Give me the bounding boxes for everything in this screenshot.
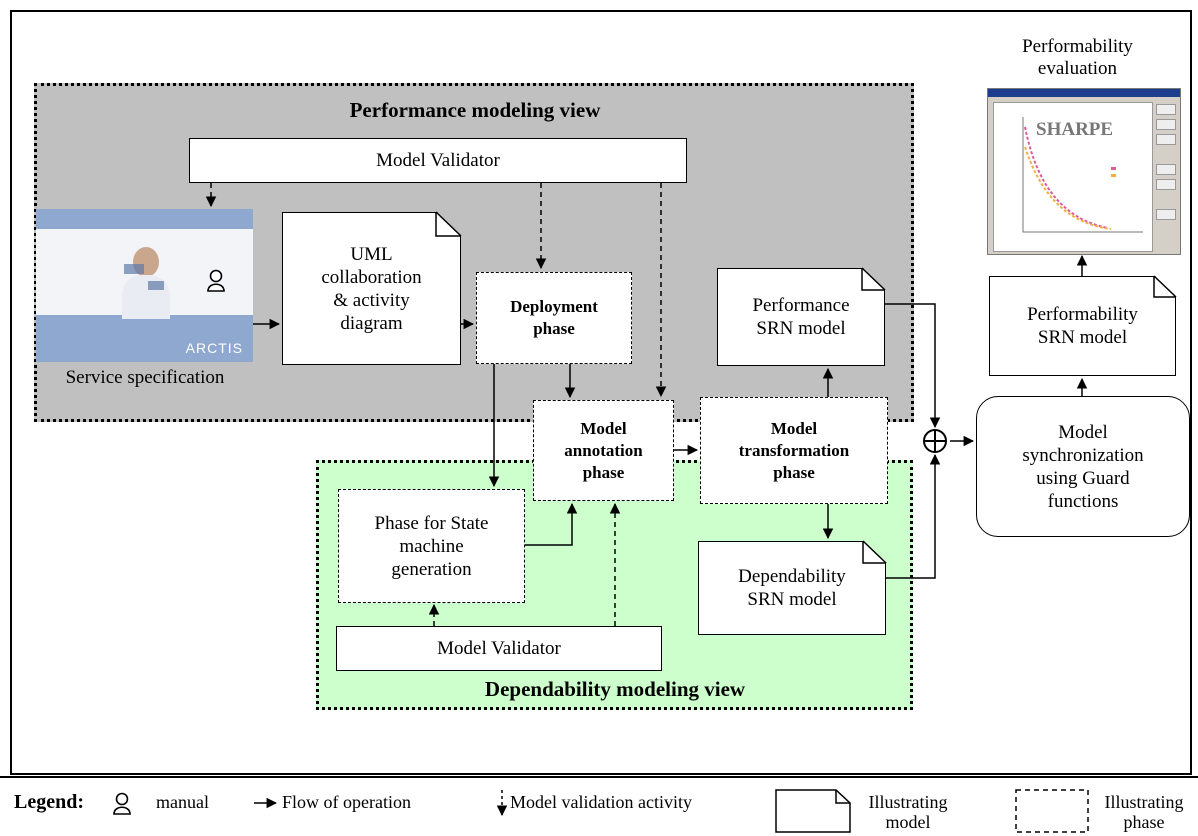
model-validator-bottom: Model Validator xyxy=(336,626,662,671)
uml-diagram-model: UML collaboration & activity diagram xyxy=(282,212,461,365)
dependability-srn-model: Dependability SRN model xyxy=(698,541,886,635)
service-specification-image: ARCTIS xyxy=(36,209,253,362)
legend-manual: manual xyxy=(156,792,209,812)
deployment-phase: Deployment phase xyxy=(476,272,632,364)
state-machine-generation-phase: Phase for State machine generation xyxy=(338,489,525,603)
user-icon xyxy=(206,269,226,298)
model-transformation-phase: Model transformation phase xyxy=(700,397,888,504)
model-validator-top: Model Validator xyxy=(189,138,687,183)
performance-view-title: Performance modeling view xyxy=(349,98,601,122)
model-annotation-phase: Model annotation phase xyxy=(533,400,674,501)
performance-srn-model: Performance SRN model xyxy=(717,268,885,366)
model-synchronization: Model synchronization using Guard functi… xyxy=(976,396,1190,537)
person-figure xyxy=(116,247,174,319)
performability-srn-model: Performability SRN model xyxy=(989,276,1176,376)
legend-model: Illustrating model xyxy=(868,792,948,832)
dependability-view-title: Dependability modeling view xyxy=(484,677,746,701)
sharpe-curves xyxy=(1022,117,1143,233)
service-specification-caption: Service specification xyxy=(65,367,225,388)
performability-evaluation-caption: Performability evaluation xyxy=(1022,36,1133,79)
sharpe-screenshot: SHARPE xyxy=(987,88,1181,255)
legend-title: Legend: xyxy=(14,791,84,813)
arctis-brand: ARCTIS xyxy=(185,340,243,356)
sharpe-title: SHARPE xyxy=(1036,119,1114,140)
diagram-frame xyxy=(10,10,1192,775)
legend-flow: Flow of operation xyxy=(282,792,411,812)
legend-validation: Model validation activity xyxy=(510,792,692,812)
legend-phase: Illustrating phase xyxy=(1104,792,1184,832)
legend-user-icon xyxy=(112,792,132,821)
